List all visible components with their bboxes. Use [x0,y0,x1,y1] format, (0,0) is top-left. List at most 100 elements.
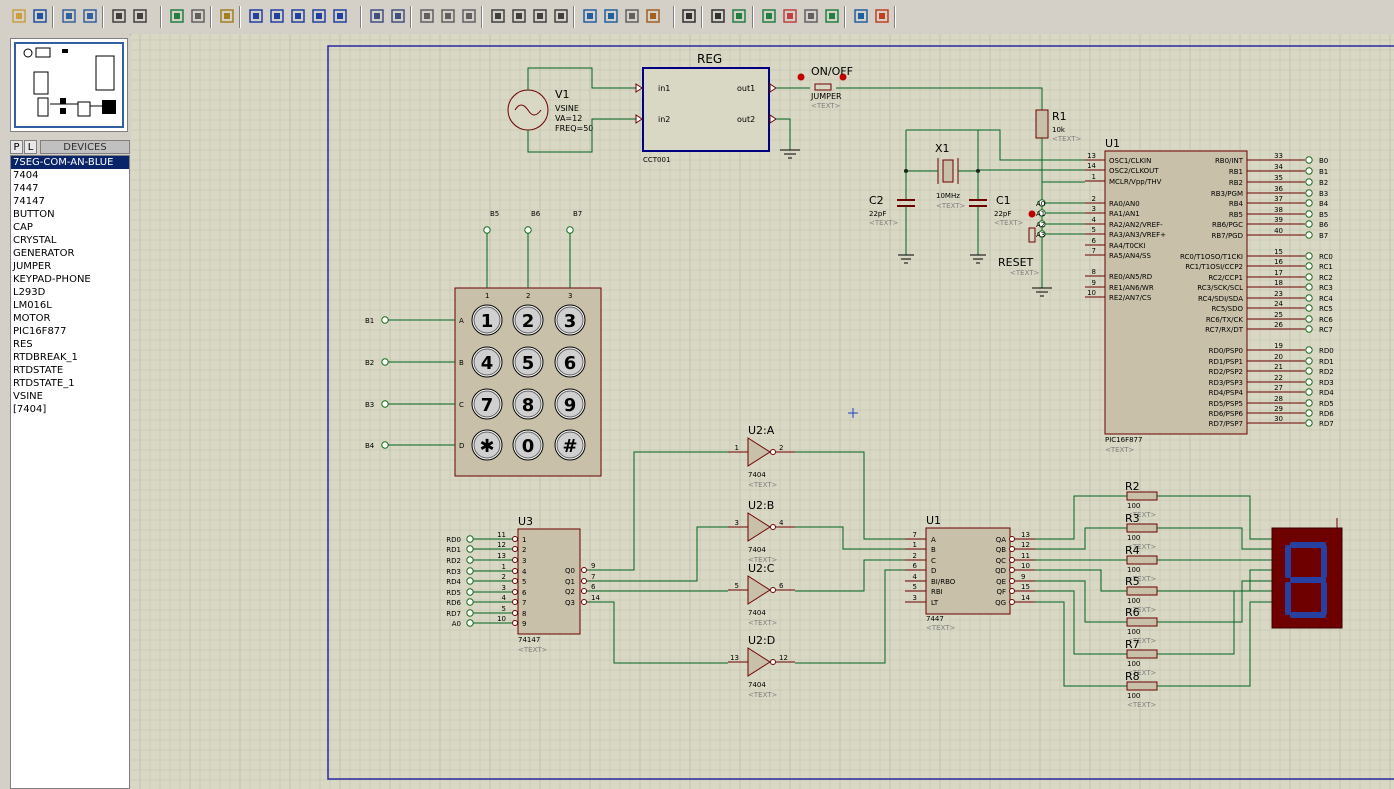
wire [795,569,905,664]
gate-part: 7404 [748,681,766,689]
device-list-item[interactable]: 7404 [13,170,39,181]
delete-sheet-icon[interactable] [802,7,820,25]
origin-icon[interactable] [218,7,236,25]
pic-pin-number: 29 [1274,405,1283,413]
wire [1035,527,1127,550]
pic-pin-number: 33 [1274,152,1283,160]
grid-icon[interactable] [189,7,207,25]
erc-icon[interactable] [781,7,799,25]
pic-pin-number: 21 [1274,363,1283,371]
wire-autorouter-icon[interactable] [644,7,662,25]
r1-value: 10k [1052,126,1066,134]
ares-icon[interactable] [873,7,891,25]
net-terminal [483,226,491,234]
keypad-key-label: 3 [564,311,577,332]
open-folder-icon[interactable] [10,7,28,25]
u1b-output-num: 11 [1021,552,1030,560]
device-list-item[interactable]: RTDBREAK_1 [13,352,78,363]
u1b-output-name: QB [996,546,1007,554]
pic-pin-number: 10 [1087,289,1096,297]
simulate-icon[interactable] [852,7,870,25]
refresh-icon[interactable] [168,7,186,25]
pan-icon[interactable] [247,7,265,25]
zoom-out-icon[interactable] [289,7,307,25]
device-list-item[interactable]: LM016L [13,300,52,311]
pick-device-icon[interactable] [581,7,599,25]
pic-pin-number: 2 [1092,195,1096,203]
block-delete-icon[interactable] [552,7,570,25]
schematic-sheet[interactable]: V1VSINEVA=12FREQ=50REGin1in2out1out2CCT0… [131,34,1394,789]
pic-pin-name: RB2 [1229,179,1243,187]
cut-icon[interactable] [418,7,436,25]
device-list-item[interactable]: L293D [13,287,46,298]
decompose-icon[interactable] [623,7,641,25]
search-tag-icon[interactable] [680,7,698,25]
u1b-output-num: 14 [1021,594,1030,602]
u3-input-num: 12 [497,541,506,549]
gate-in-num: 5 [735,582,739,590]
netlist-icon[interactable] [730,7,748,25]
device-list-item[interactable]: BUTTON [13,209,55,220]
keypad-row-letter: A [459,317,464,325]
page-icon[interactable] [131,7,149,25]
keypad-row-net: B4 [365,442,375,450]
keypad-key-face [556,431,584,459]
copy-icon[interactable] [439,7,457,25]
device-list-item[interactable]: VSINE [13,391,43,402]
zoom-in-icon[interactable] [268,7,286,25]
pic-net-label: RD7 [1319,420,1334,428]
tab-library[interactable]: L [24,140,37,154]
keypad-key-label: 4 [481,353,494,374]
bom-icon[interactable] [760,7,778,25]
paste-icon[interactable] [460,7,478,25]
resistor-body [1126,555,1158,565]
device-list-item[interactable]: CRYSTAL [13,235,57,246]
c1-ref: C1 [996,194,1011,207]
device-list-item[interactable]: 7SEG-COM-AN-BLUE [11,156,129,169]
device-list-item[interactable]: [7404] [13,404,47,415]
zoom-area-icon[interactable] [331,7,349,25]
save-icon[interactable] [31,7,49,25]
block-copy-icon[interactable] [489,7,507,25]
u1b-input-name: RBI [931,588,943,596]
device-list-item[interactable]: 7447 [13,183,39,194]
zoom-all-icon[interactable] [310,7,328,25]
device-list-item[interactable]: JUMPER [13,261,52,272]
overview-window[interactable] [10,38,128,132]
device-list-item[interactable]: 74147 [13,196,45,207]
tab-pick-devices[interactable]: P [10,140,23,154]
device-list-item[interactable]: KEYPAD-PHONE [13,274,91,285]
print-icon[interactable] [110,7,128,25]
device-list-item[interactable]: PIC16F877 [13,326,67,337]
import-icon[interactable] [60,7,78,25]
wire [1035,590,1127,655]
device-list-item[interactable]: RTDSTATE_1 [13,378,75,389]
pic-pin-number: 15 [1274,248,1283,256]
property-tool-icon[interactable] [709,7,727,25]
keypad-key-face [514,390,542,418]
net-terminal [1305,178,1313,186]
export-icon[interactable] [81,7,99,25]
redo-icon[interactable] [389,7,407,25]
wire [1157,590,1272,655]
seven-seg-digit [1285,542,1327,618]
undo-icon[interactable] [368,7,386,25]
u3-input-net: A0 [452,620,461,628]
net-terminal [1305,367,1313,375]
device-list-item[interactable]: CAP [13,222,33,233]
sheet-icon[interactable] [823,7,841,25]
block-move-icon[interactable] [510,7,528,25]
device-list-item[interactable]: MOTOR [13,313,51,324]
make-device-icon[interactable] [602,7,620,25]
u1b-input-num: 4 [913,573,918,581]
pic-pin-number: 13 [1087,152,1096,160]
device-list-item[interactable]: RTDSTATE [13,365,64,376]
device-list-item[interactable]: RES [13,339,33,350]
device-list-item[interactable]: GENERATOR [13,248,75,259]
reg-in2: in2 [658,115,670,124]
toolbar-separator [410,6,412,28]
block-rotate-icon[interactable] [531,7,549,25]
u3-input-pin: 8 [522,610,526,618]
